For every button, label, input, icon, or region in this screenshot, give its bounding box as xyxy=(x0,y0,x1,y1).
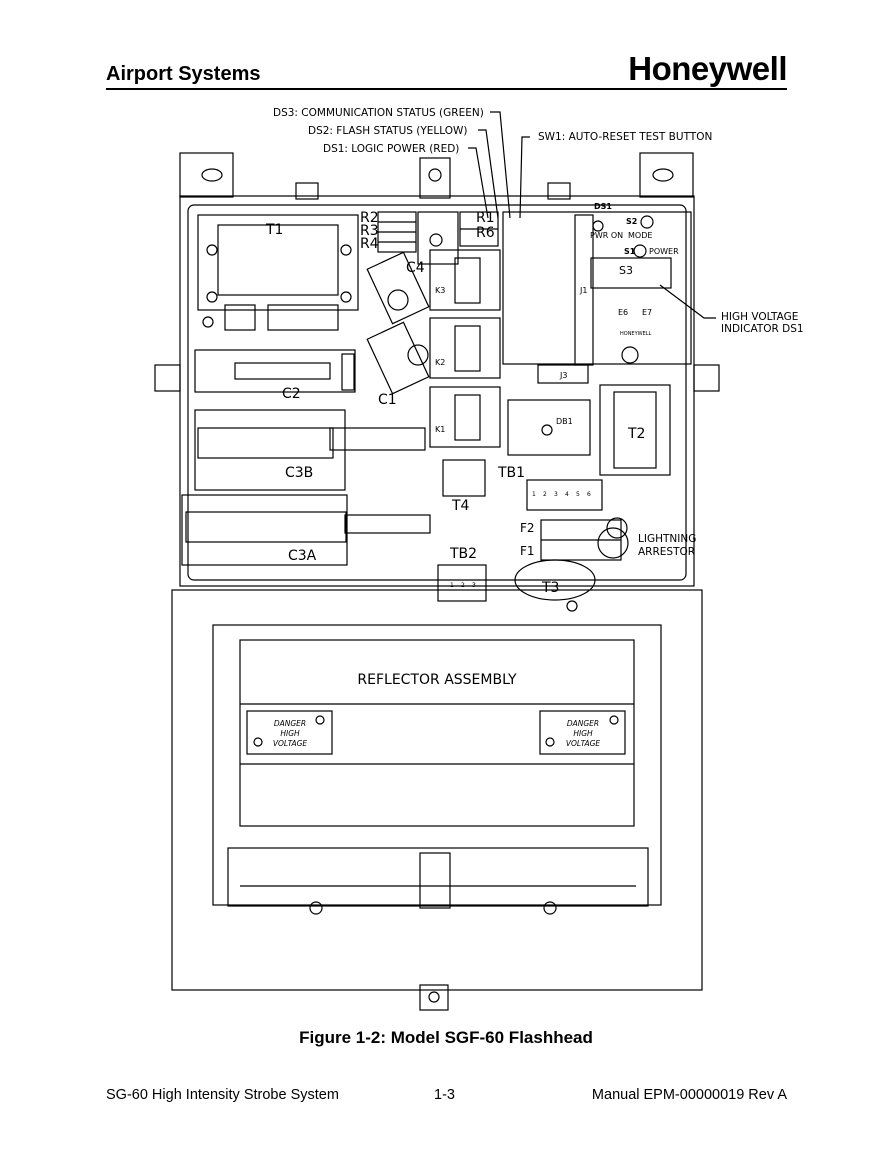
board-brand: HONEYWELL xyxy=(620,331,652,337)
board-pwr-on: PWR ON xyxy=(590,231,623,240)
transformer-t4 xyxy=(442,459,486,497)
tb2-term-2: 2 xyxy=(461,582,465,589)
tb1-term-1: 1 xyxy=(532,491,536,498)
board-ds1: DS1 xyxy=(594,202,612,211)
door-panel xyxy=(171,589,703,991)
header-rule xyxy=(106,88,787,90)
label-e7: E7 xyxy=(642,308,652,317)
warning-right-line1: DANGER xyxy=(567,719,599,728)
tb1-term-3: 3 xyxy=(554,491,558,498)
mounting-tab-bottom xyxy=(419,984,449,1011)
label-f1: F1 xyxy=(520,544,535,558)
reflector-title: REFLECTOR ASSEMBLY xyxy=(357,672,517,688)
callout-ds2: DS2: FLASH STATUS (YELLOW) xyxy=(308,125,467,137)
label-r1: R1 xyxy=(476,210,495,226)
board-power: POWER xyxy=(649,247,679,256)
diode-bridge-db1 xyxy=(507,399,591,456)
relay-k1 xyxy=(429,386,501,448)
tb1-term-5: 5 xyxy=(576,491,580,498)
label-r4: R4 xyxy=(360,236,379,252)
label-k2: K2 xyxy=(435,358,445,367)
relay-k3 xyxy=(429,249,501,311)
relay-k2 xyxy=(429,317,501,379)
terminal-block-tb2 xyxy=(437,564,487,602)
mounting-tab-right xyxy=(639,152,694,198)
warning-right-line3: VOLTAGE xyxy=(566,739,601,748)
label-j1: J1 xyxy=(579,286,587,295)
label-r3: R3 xyxy=(360,223,379,239)
callout-sw1: SW1: AUTO-RESET TEST BUTTON xyxy=(538,131,712,143)
mounting-tab-left xyxy=(179,152,234,198)
label-c4: C4 xyxy=(406,260,425,276)
label-c2: C2 xyxy=(282,386,301,402)
label-f2: F2 xyxy=(520,521,535,535)
label-t3: T3 xyxy=(541,580,559,596)
tb2-term-3: 3 xyxy=(472,582,476,589)
warning-left-line1: DANGER xyxy=(274,719,306,728)
warning-left-line3: VOLTAGE xyxy=(273,739,308,748)
label-c1: C1 xyxy=(378,392,397,408)
footer-page-number: 1-3 xyxy=(434,1087,455,1103)
board-s1: S1 xyxy=(624,247,636,256)
footer-right: Manual EPM-00000019 Rev A xyxy=(591,1087,787,1103)
tb1-term-6: 6 xyxy=(587,491,591,498)
capacitor-c2 xyxy=(194,349,356,393)
label-k1: K1 xyxy=(435,425,445,434)
mounting-tab-center xyxy=(419,157,451,199)
honeywell-logo: Honeywell xyxy=(628,50,787,87)
warning-left-line2: HIGH xyxy=(280,729,300,738)
section-title: Airport Systems xyxy=(106,63,261,85)
figure-caption: Figure 1-2: Model SGF-60 Flashhead xyxy=(299,1028,593,1047)
terminal-block-tb1 xyxy=(526,479,603,511)
callout-hv-1: HIGH VOLTAGE xyxy=(721,311,798,323)
label-r6: R6 xyxy=(476,225,495,241)
callout-ds3: DS3: COMMUNICATION STATUS (GREEN) xyxy=(273,107,484,119)
enclosure xyxy=(179,195,695,587)
callout-lightning-2: ARRESTOR xyxy=(638,546,695,558)
callout-hv-2: INDICATOR DS1 xyxy=(721,323,804,335)
label-t2: T2 xyxy=(627,426,645,442)
capacitor-c3b xyxy=(194,409,346,491)
board-mode: MODE xyxy=(628,231,652,240)
tb2-term-1: 1 xyxy=(450,582,454,589)
label-j3: J3 xyxy=(559,371,567,380)
logic-board xyxy=(502,211,692,365)
label-k3: K3 xyxy=(435,286,445,295)
footer-left: SG-60 High Intensity Strobe System xyxy=(106,1087,339,1103)
label-e6: E6 xyxy=(618,308,628,317)
label-tb1: TB1 xyxy=(497,465,525,481)
callout-lightning-1: LIGHTNING xyxy=(638,533,696,545)
label-tb2: TB2 xyxy=(449,546,477,562)
label-t4: T4 xyxy=(451,498,470,514)
label-db1: DB1 xyxy=(556,417,573,426)
tb1-term-2: 2 xyxy=(543,491,547,498)
lightning-arrestor xyxy=(597,527,629,559)
reflector-assembly xyxy=(239,639,635,827)
label-s3: S3 xyxy=(619,264,633,277)
label-t1: T1 xyxy=(265,222,283,238)
transformer-t2 xyxy=(599,384,671,476)
capacitor-c3a xyxy=(181,494,348,566)
warning-right-line2: HIGH xyxy=(573,729,593,738)
callout-ds1: DS1: LOGIC POWER (RED) xyxy=(323,143,459,155)
board-s2: S2 xyxy=(626,217,637,226)
transformer-t1 xyxy=(197,214,359,311)
tb1-term-4: 4 xyxy=(565,491,569,498)
label-r2: R2 xyxy=(360,210,379,226)
warning-label-left xyxy=(246,710,333,755)
label-c3b: C3B xyxy=(285,465,313,481)
warning-label-right xyxy=(539,710,626,755)
label-c3a: C3A xyxy=(288,548,317,564)
